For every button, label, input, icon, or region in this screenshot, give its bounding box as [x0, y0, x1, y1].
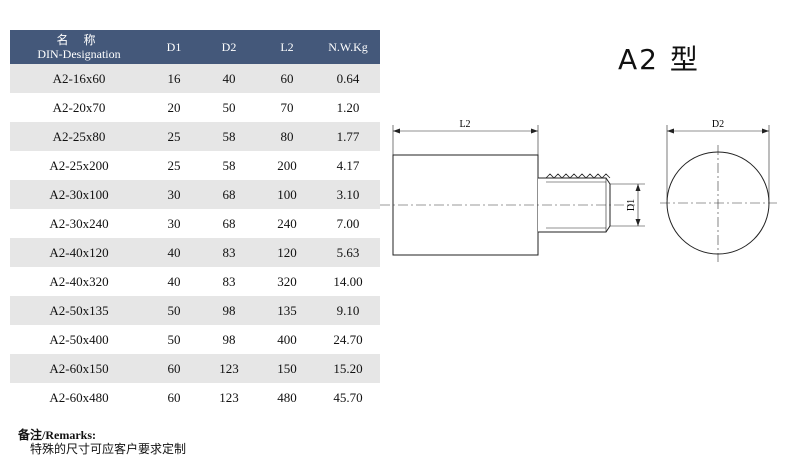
header-l2: L2 — [258, 30, 316, 64]
cell-l2: 480 — [258, 383, 316, 412]
cell-d1: 50 — [148, 325, 200, 354]
cell-name: A2-40x320 — [10, 267, 148, 296]
cell-name: A2-60x480 — [10, 383, 148, 412]
cell-d2: 123 — [200, 354, 258, 383]
cell-nw: 4.17 — [316, 151, 380, 180]
header-designation: 名 称 DIN-Designation — [10, 30, 148, 64]
cell-d1: 40 — [148, 267, 200, 296]
cell-l2: 200 — [258, 151, 316, 180]
cell-name: A2-20x70 — [10, 93, 148, 122]
cell-name: A2-30x240 — [10, 209, 148, 238]
cell-d2: 83 — [200, 267, 258, 296]
cell-nw: 5.63 — [316, 238, 380, 267]
l2-arrow-right — [531, 128, 538, 134]
cell-d1: 25 — [148, 151, 200, 180]
cell-d2: 68 — [200, 209, 258, 238]
cell-d2: 98 — [200, 325, 258, 354]
cell-name: A2-16x60 — [10, 64, 148, 93]
cell-nw: 7.00 — [316, 209, 380, 238]
cell-d2: 68 — [200, 180, 258, 209]
header-name-cn: 名 称 — [56, 33, 102, 47]
cell-l2: 80 — [258, 122, 316, 151]
cell-d1: 40 — [148, 238, 200, 267]
cell-name: A2-50x135 — [10, 296, 148, 325]
cell-l2: 120 — [258, 238, 316, 267]
cell-nw: 14.00 — [316, 267, 380, 296]
d2-arrow-right — [762, 128, 769, 134]
cell-d1: 25 — [148, 122, 200, 151]
cell-name: A2-25x80 — [10, 122, 148, 151]
cell-l2: 320 — [258, 267, 316, 296]
cell-d1: 16 — [148, 64, 200, 93]
cell-name: A2-40x120 — [10, 238, 148, 267]
header-nw: N.W.Kg — [316, 30, 380, 64]
model-title: A2 型 — [618, 43, 700, 76]
cell-nw: 24.70 — [316, 325, 380, 354]
technical-drawing: L2 D1 D2 — [380, 119, 777, 262]
header-d1: D1 — [148, 30, 200, 64]
remarks-text: 特殊的尺寸可应客户要求定制 — [30, 442, 187, 456]
header-d2: D2 — [200, 30, 258, 64]
thread-teeth — [545, 173, 611, 179]
cell-d2: 40 — [200, 64, 258, 93]
cell-nw: 1.77 — [316, 122, 380, 151]
cell-d2: 98 — [200, 296, 258, 325]
cell-nw: 1.20 — [316, 93, 380, 122]
cell-d2: 58 — [200, 122, 258, 151]
remarks: 备注/Remarks: 特殊的尺寸可应客户要求定制 — [18, 428, 186, 456]
cell-nw: 15.20 — [316, 354, 380, 383]
header-name-en: DIN-Designation — [37, 47, 121, 61]
cell-l2: 70 — [258, 93, 316, 122]
cell-d1: 50 — [148, 296, 200, 325]
d2-arrow-left — [667, 128, 674, 134]
d1-arrow-bottom — [635, 219, 641, 226]
d1-arrow-top — [635, 184, 641, 191]
cell-d1: 60 — [148, 383, 200, 412]
cell-nw: 0.64 — [316, 64, 380, 93]
table-header-row: 名 称 DIN-Designation D1 D2 L2 N.W.Kg — [10, 30, 380, 64]
cell-l2: 240 — [258, 209, 316, 238]
remarks-label: 备注/Remarks: — [18, 428, 96, 442]
cell-name: A2-60x150 — [10, 354, 148, 383]
cell-d2: 58 — [200, 151, 258, 180]
cell-d2: 83 — [200, 238, 258, 267]
cell-d1: 30 — [148, 180, 200, 209]
cell-l2: 135 — [258, 296, 316, 325]
cell-nw: 45.70 — [316, 383, 380, 412]
cell-name: A2-50x400 — [10, 325, 148, 354]
spec-table: 名 称 DIN-Designation D1 D2 L2 N.W.Kg A2-1… — [10, 30, 380, 412]
cell-d1: 60 — [148, 354, 200, 383]
cell-l2: 100 — [258, 180, 316, 209]
cell-name: A2-30x100 — [10, 180, 148, 209]
l2-label: L2 — [459, 119, 470, 130]
cell-nw: 3.10 — [316, 180, 380, 209]
cell-name: A2-25x200 — [10, 151, 148, 180]
cell-l2: 400 — [258, 325, 316, 354]
d1-label: D1 — [626, 199, 637, 211]
cell-l2: 60 — [258, 64, 316, 93]
cell-l2: 150 — [258, 354, 316, 383]
cell-d1: 30 — [148, 209, 200, 238]
cell-d2: 123 — [200, 383, 258, 412]
l2-arrow-left — [393, 128, 400, 134]
cell-nw: 9.10 — [316, 296, 380, 325]
d2-label: D2 — [712, 119, 724, 130]
cell-d1: 20 — [148, 93, 200, 122]
cell-d2: 50 — [200, 93, 258, 122]
